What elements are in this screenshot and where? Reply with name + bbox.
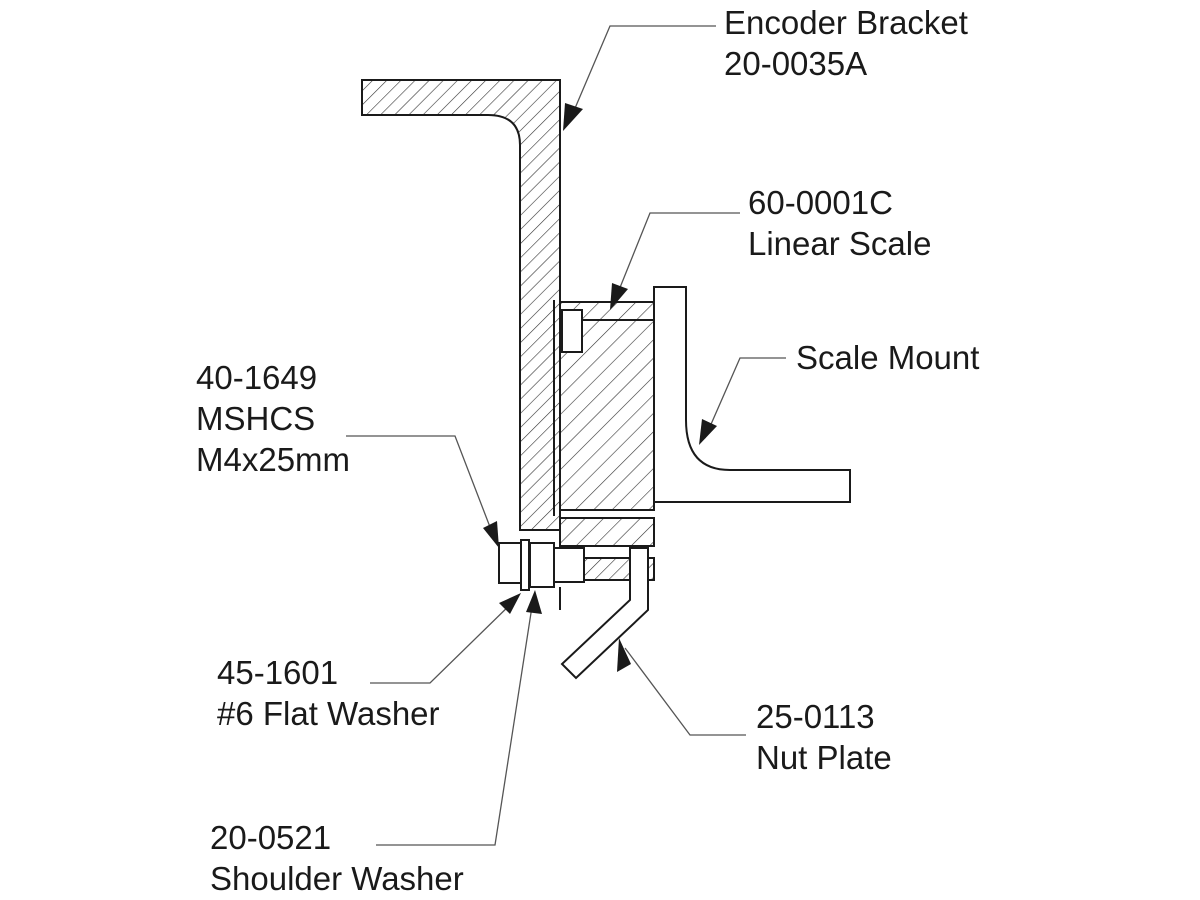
arrow-flat-washer	[499, 593, 521, 614]
leader-lines	[346, 25, 786, 846]
label-linear-scale: 60-0001C Linear Scale	[748, 184, 932, 262]
arrow-encoder-bracket	[563, 103, 583, 131]
linear-scale-end-block	[561, 309, 583, 353]
label-flat-washer: 45-1601 #6 Flat Washer	[217, 654, 440, 732]
flat-washer	[520, 539, 530, 591]
label-shoulder-washer: 20-0521 Shoulder Washer	[210, 819, 464, 897]
nut-plate-section	[560, 547, 649, 680]
leader-flat-washer	[370, 596, 519, 684]
leader-linear-scale	[614, 212, 740, 301]
leader-scale-mount	[704, 357, 786, 439]
arrowheads	[483, 103, 717, 672]
label-scale-mount: Scale Mount	[796, 339, 980, 376]
arrow-scale-mount	[699, 419, 717, 445]
arrow-shoulder-washer	[526, 590, 542, 614]
leader-encoder-bracket	[569, 25, 716, 121]
arrow-nut-plate	[617, 638, 631, 672]
linear-scale-bottom-bar	[559, 517, 655, 547]
arrow-mshcs	[483, 521, 499, 548]
label-nut-plate: 25-0113 Nut Plate	[756, 698, 892, 776]
leader-nut-plate	[624, 647, 746, 736]
encoder-bracket-section	[361, 79, 561, 531]
arrow-linear-scale	[610, 283, 628, 310]
leader-mshcs	[346, 435, 496, 541]
screw-head	[498, 542, 522, 584]
leader-shoulder-washer	[376, 599, 534, 846]
shoulder-washer-body	[529, 542, 555, 588]
label-encoder-bracket: Encoder Bracket 20-0035A	[724, 4, 968, 82]
shoulder-washer-flange	[553, 547, 585, 583]
label-mshcs: 40-1649 MSHCS M4x25mm	[196, 359, 351, 478]
scale-mount-section	[653, 286, 851, 503]
